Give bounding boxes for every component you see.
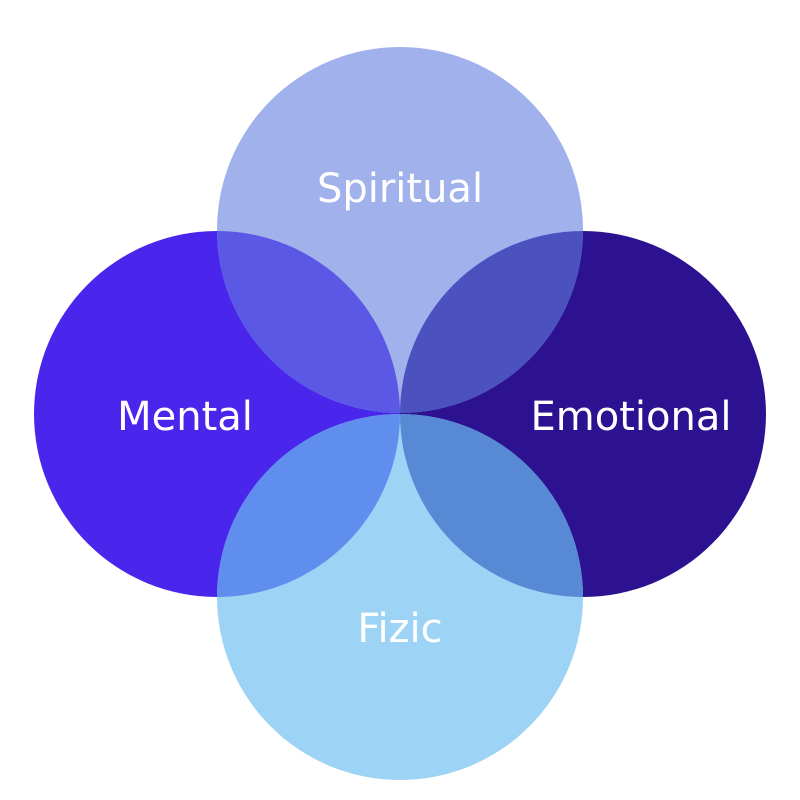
- fizic-label: Fizic: [357, 606, 442, 652]
- mental-label: Mental: [117, 394, 253, 440]
- spiritual-emotional-overlap: [400, 231, 583, 413]
- spiritual-label: Spiritual: [317, 166, 483, 212]
- spiritual-mental-overlap: [217, 231, 400, 413]
- fizic-mental-overlap: [217, 414, 400, 597]
- fizic-emotional-overlap: [400, 414, 583, 597]
- emotional-label: Emotional: [531, 394, 732, 440]
